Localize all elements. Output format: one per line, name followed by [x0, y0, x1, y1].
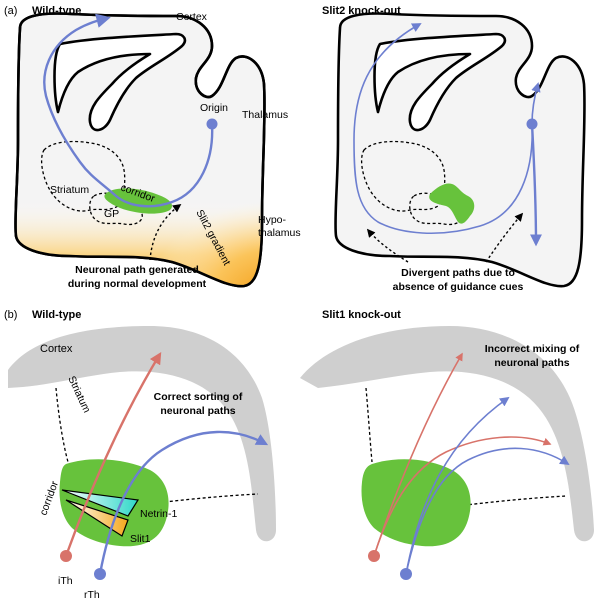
- cortex-band-b-ko: [300, 326, 594, 542]
- caption-a-wt-2: during normal development: [68, 278, 207, 290]
- panel-b-wt-title: Wild-type: [32, 309, 81, 321]
- origin-dot-a-ko: [526, 118, 538, 130]
- mixing-label-2: neuronal paths: [494, 357, 569, 369]
- panel-b-wild-type: (b) Wild-type Cortex Striatum corridor C…: [4, 309, 276, 600]
- ith-dot-b-ko: [368, 550, 380, 562]
- ith-dot-b-wt: [60, 550, 72, 562]
- rth-path-b-ko-2: [405, 447, 570, 575]
- ith-label: iTh: [58, 575, 73, 587]
- hypothalamus-label-1: Hypo-: [258, 214, 287, 226]
- cortex-band-b-wt: [8, 326, 276, 542]
- rth-dot-b-ko: [400, 568, 412, 580]
- corridor-label-b-wt: corridor: [38, 479, 62, 517]
- caption-a-ko-1: Divergent paths due to: [401, 267, 515, 279]
- panel-b-ko-title: Slit1 knock-out: [322, 309, 401, 321]
- rth-path-b-ko-1: [405, 396, 510, 575]
- caption-a-ko-2: absence of guidance cues: [393, 281, 524, 293]
- origin-label: Origin: [200, 102, 228, 114]
- pointer-arrow-a-ko-2: [485, 212, 524, 263]
- netrin-label: Netrin-1: [140, 508, 178, 520]
- neuronal-path-a-wt: [43, 13, 214, 208]
- panel-a-knockout: Slit2 knock-out Divergent paths due to a…: [322, 5, 586, 293]
- striatum-boundary-b-ko: [365, 387, 373, 463]
- cortex-label-a-wt: Cortex: [176, 11, 208, 23]
- pointer-arrow-a-ko-1: [366, 228, 409, 263]
- ventricle-a-ko: [373, 32, 507, 132]
- corridor-a-wt: [104, 188, 173, 214]
- hypothalamus-label-2: thalamus: [258, 227, 301, 239]
- striatum-label-b-wt: Striatum: [65, 374, 93, 415]
- panel-a-label: (a): [4, 5, 17, 17]
- panel-a-wild-type: (a) Wild-type Cortex Thalamus Origin Str…: [4, 5, 301, 290]
- sorting-label-1: Correct sorting of: [154, 391, 243, 403]
- pointer-arrow-a-wt: [149, 204, 182, 261]
- striatum-outline-a-wt: [40, 140, 126, 212]
- ith-path-b-ko-2: [373, 436, 552, 557]
- rth-dot-b-wt: [94, 568, 106, 580]
- mixing-label-1: Incorrect mixing of: [485, 343, 580, 355]
- ventricle-a-wt: [53, 32, 187, 132]
- striatum-boundary-b-wt: [55, 387, 69, 463]
- cortex-label-b-wt: Cortex: [40, 343, 73, 355]
- neuronal-path-a-ko-3: [529, 123, 542, 247]
- rth-path-b-wt: [98, 430, 269, 575]
- panel-b-knockout: Slit1 knock-out Incorrect mixing of neur…: [300, 309, 594, 580]
- corridor-a-ko: [429, 183, 475, 224]
- striatum-label-a-wt: Striatum: [50, 184, 89, 196]
- pallial-boundary-b-ko: [457, 495, 567, 507]
- striatum-outline-a-ko: [360, 140, 446, 212]
- ith-path-b-wt: [64, 351, 162, 557]
- slit1-label: Slit1: [130, 533, 151, 545]
- caption-a-wt-1: Neuronal path generated: [75, 264, 199, 276]
- origin-dot-a-wt: [206, 118, 218, 130]
- thalamus-label: Thalamus: [242, 109, 288, 121]
- panel-b-label: (b): [4, 309, 17, 321]
- gp-label: GP: [104, 208, 119, 220]
- neuronal-path-a-ko-1: [353, 23, 533, 234]
- sorting-label-2: neuronal paths: [160, 405, 235, 417]
- slit2-gradient-region: [15, 190, 265, 287]
- rth-label: rTh: [84, 589, 100, 600]
